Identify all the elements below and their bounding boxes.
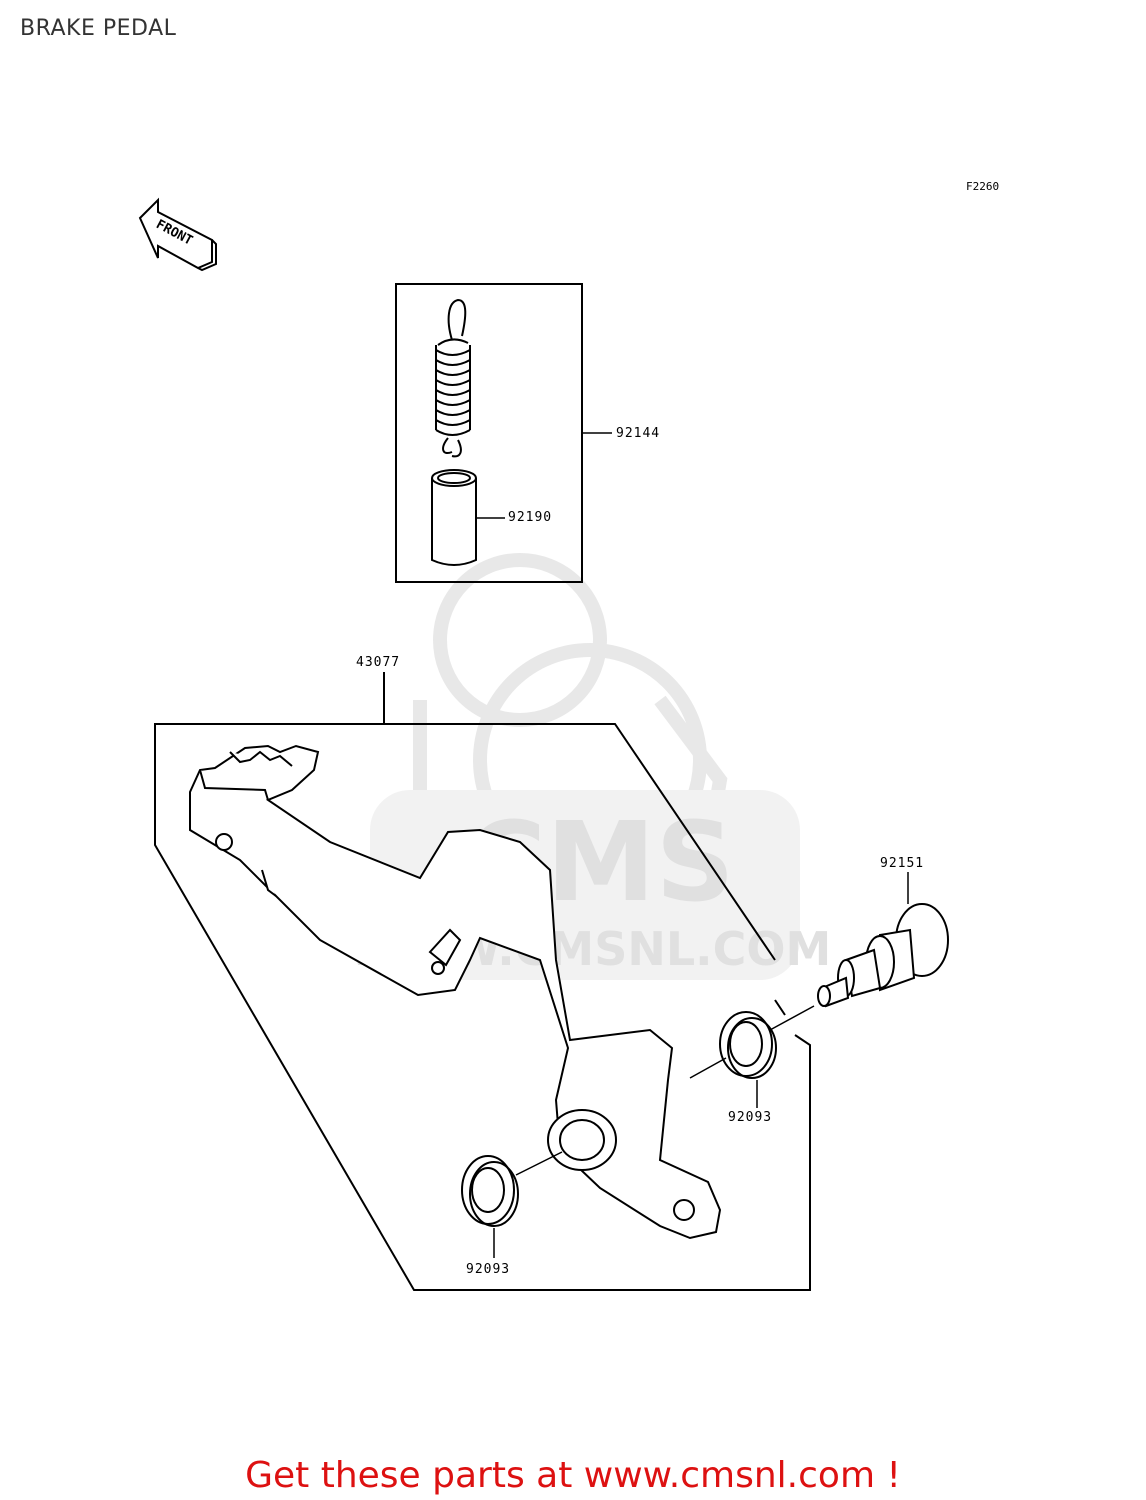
part-label-seal-right: 92093 [728,1110,773,1125]
figure-code: F2260 [966,180,1000,193]
seal-right-icon [719,1011,777,1079]
part-label-shaft: 92151 [880,856,925,871]
spring-kit-box [395,283,583,583]
parts-diagram: CMS WWW.CMSNL.COM FRONT [138,197,949,1291]
spring-icon [435,298,471,458]
pedal-group-outline [154,672,811,1291]
part-label-spring-kit: 92144 [616,426,661,441]
seal-left-icon [461,1155,519,1227]
part-label-seal-left: 92093 [466,1262,511,1277]
brake-pedal-icon [189,744,722,1240]
front-arrow-icon: FRONT [138,197,217,272]
page-title: BRAKE PEDAL [20,16,177,41]
part-label-collar: 92190 [508,510,553,525]
collar-icon [431,469,477,566]
cmsnl-banner-link[interactable]: Get these parts at www.cmsnl.com ! [245,1455,901,1496]
part-label-brake-pedal: 43077 [356,655,401,670]
shaft-icon [817,903,949,1008]
